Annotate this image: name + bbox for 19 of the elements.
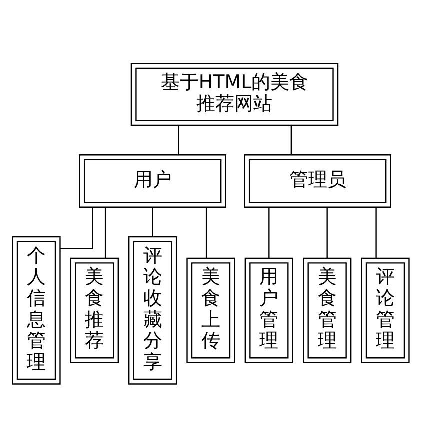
connector: [268, 206, 270, 258]
connector: [178, 125, 180, 154]
connector: [206, 206, 208, 258]
connector: [290, 125, 292, 154]
node-box: 个人信息管理: [12, 236, 61, 384]
connector: [376, 206, 377, 258]
connector: [104, 206, 106, 258]
node-box: 评论收藏分享: [128, 236, 178, 384]
node-box: 美食上传: [186, 257, 236, 363]
node-box: 美食推荐: [70, 257, 119, 363]
node-box: 评论管理: [361, 257, 410, 363]
node-box: 用户: [79, 154, 226, 208]
node-box: 美食管理: [303, 257, 352, 363]
connector: [60, 207, 94, 250]
connector: [326, 206, 328, 258]
node-box: 基于HTML的美食推荐网站: [130, 62, 339, 126]
node-box: 用户管理: [244, 257, 294, 363]
node-box: 管理员: [244, 154, 392, 208]
connector: [152, 206, 154, 236]
